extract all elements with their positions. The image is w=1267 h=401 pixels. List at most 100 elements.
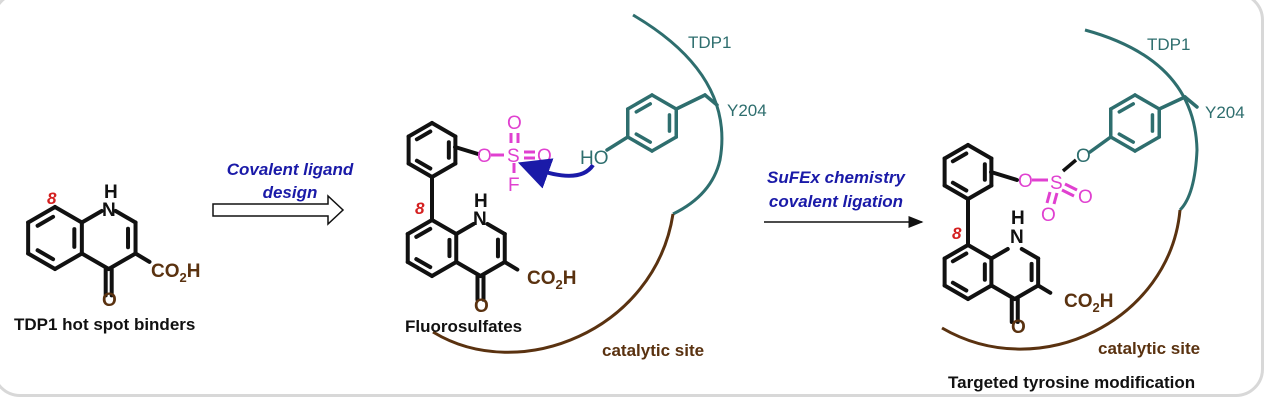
arrow-label-line1: Covalent ligand [227,160,354,179]
o-atom: O [507,113,522,134]
double-bond [950,151,969,164]
double-bond [414,257,433,270]
arrow-label-line2: design [263,183,318,202]
fluorosulfate-group: O S O O F [477,113,552,196]
h-atom: H [474,191,488,212]
bond [113,209,138,225]
double-bond [414,129,433,142]
ring-bond [26,251,57,271]
ring-bond [966,143,994,161]
bond [1012,283,1041,301]
residue-label: Y204 [727,101,767,120]
ring-bond [966,183,994,201]
ring-bond [942,283,970,301]
caption-targeted-tyrosine-modification: Targeted tyrosine modification [948,373,1195,392]
ring-bond [406,161,434,179]
ring-bond [1133,135,1161,153]
f-atom: F [508,175,520,196]
bond [133,251,152,264]
s-atom: S [1050,173,1063,194]
ring-bond [1133,93,1161,111]
side-chain-bond [674,93,707,111]
side-chain-bond [1157,95,1187,111]
ring-bond [430,121,458,139]
carboxylic-acid-label: CO2H [1064,291,1113,315]
position-8-label: 8 [952,224,962,243]
ring-bond [942,143,970,161]
aryl-o-bond [989,170,1019,182]
double-bond [414,226,433,239]
position-8-label: 8 [415,199,425,218]
phenol-o-bond [605,135,630,152]
double-bond [414,158,433,171]
aryl-o-bond [453,145,480,156]
bond [454,260,483,278]
bond [485,222,507,236]
o-atom: O [537,146,552,167]
position-8-label: 8 [47,189,57,208]
ring-bond [966,243,994,261]
arrow-label-line2: covalent ligation [769,192,903,211]
o-atom: O [1041,205,1056,226]
covalent-adduct-ligand [942,143,1053,324]
curved-attack-arrow-icon [517,158,595,189]
residue-label: Y204 [1205,103,1245,122]
sulfate-linkage: O S O O O [1018,146,1093,226]
ring-bond [626,93,654,111]
tyrosine-y204 [1088,93,1199,154]
ring-bond [942,183,970,201]
ring-bond [1109,93,1137,111]
ring-bond [966,283,994,301]
carboxylic-acid-label: CO2H [151,261,200,285]
catalytic-site-arc [941,209,1182,351]
catalytic-site-arc [432,213,675,354]
catalytic-site-label: catalytic site [1098,339,1200,358]
ring-bond [650,135,678,153]
bond [106,251,138,271]
ring-bond [405,218,434,236]
caption-hot-spot-binders: TDP1 hot spot binders [14,315,195,334]
ring-bond [650,93,678,111]
bond [1036,283,1053,295]
hydroxyl-label: HO [580,148,609,169]
ring-bond [53,251,84,271]
bond [989,283,1017,301]
protein-surface-arc [632,13,724,216]
ring-bond [53,205,84,225]
double-bond [950,280,969,293]
o-atom: O [1078,187,1093,208]
backbone-tick [1183,95,1199,109]
double-bond [634,132,653,144]
bond [79,209,104,225]
protein-label: TDP1 [688,33,731,52]
h-atom: H [1011,208,1025,229]
double-bond [634,102,653,114]
n-atom: N [1010,227,1024,248]
double-bond [950,180,969,193]
s-atom: S [507,146,520,167]
ring-bond [406,121,434,139]
arrow-label-line1: SuFEx chemistry [767,168,906,187]
bond [989,247,1010,261]
bond [454,222,476,236]
h-atom: H [104,182,118,203]
ring-bond [942,243,970,261]
bond [478,260,507,278]
ring-bond [430,260,459,278]
o-atom: O [102,290,117,311]
ring-bond [626,135,654,153]
fluorosulfate-ligand [405,121,520,302]
ring-bond [26,205,57,225]
double-bond [950,251,969,264]
catalytic-site-label: catalytic site [602,341,704,360]
quinolone-hot-spot-binder [26,205,152,298]
ring-bond [430,161,458,179]
o-atom: O [1011,317,1026,338]
bond [1019,247,1041,261]
tyrosine-y204 [605,93,719,153]
caption-fluorosulfates: Fluorosulfates [405,317,522,336]
double-bond [1117,102,1136,114]
